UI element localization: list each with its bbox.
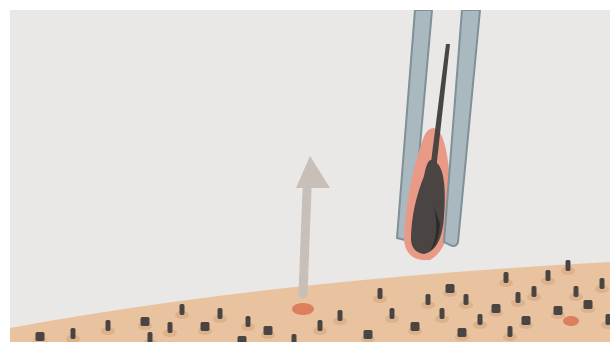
hair-stub [411,322,420,331]
hair-stub [426,294,431,305]
hair-stub [238,336,247,342]
hair-stub [71,328,76,339]
hair-stub [458,328,467,337]
empty-follicle [563,316,579,326]
hair-stub [584,300,593,309]
hair-stub [504,272,509,283]
hair-stub [446,284,455,293]
hair-stub [292,334,297,342]
hair-stub [508,326,513,337]
hair-stub [554,306,563,315]
hair-removal-illustration [10,10,610,342]
hair-stub [364,330,373,339]
hair-stub [532,286,537,297]
hair-stub [106,320,111,331]
hair-stub [246,316,251,327]
hair-stub [168,322,173,333]
hair-stub [606,314,610,325]
hair-stub [546,270,551,281]
hair-stub [36,332,45,341]
hair-stub [218,308,223,319]
up-arrow-icon [296,156,330,294]
hair-stub [478,314,483,325]
illustration-canvas [10,10,610,342]
hair-stub [318,320,323,331]
hair-stub [600,278,605,289]
hair-stub [338,310,343,321]
hair-stub [464,294,469,305]
hair-stub [566,260,571,271]
hair-stub [516,292,521,303]
hair-stub [148,332,153,342]
hair-stub [141,317,150,326]
hair-stub [440,308,445,319]
hair-stub [180,304,185,315]
hair-stub [492,304,501,313]
empty-follicle [292,303,314,315]
hair-stub [574,286,579,297]
tweezers-icon [397,10,480,260]
hair-stub [522,316,531,325]
hair-stub [264,326,273,335]
hair-stub [201,322,210,331]
hair-stub [390,308,395,319]
hair-stub [378,288,383,299]
